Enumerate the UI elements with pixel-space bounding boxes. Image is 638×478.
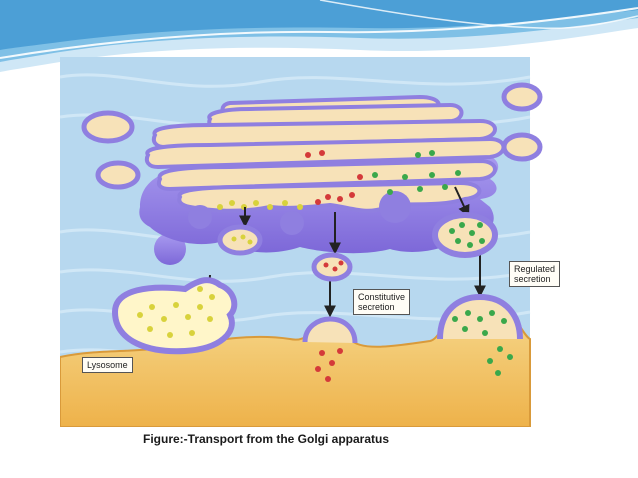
label-regulated-secretion: Regulated secretion [509, 261, 561, 287]
label-constitutive-line1: Constitutive [358, 292, 406, 302]
vesicle-right-top [501, 82, 543, 112]
label-lysosome-text: Lysosome [87, 360, 128, 370]
header-wave-decoration [0, 0, 638, 72]
golgi-illustration [60, 57, 543, 427]
label-regulated-line1: Regulated [514, 264, 556, 274]
vesicle-to-lysosome [217, 224, 263, 256]
label-constitutive-secretion: Constitutive secretion [353, 289, 411, 315]
label-lysosome: Lysosome [82, 357, 133, 373]
vesicle-left-top [81, 110, 135, 144]
figure-caption: Figure:-Transport from the Golgi apparat… [143, 432, 390, 446]
vesicle-right-mid [501, 132, 543, 162]
golgi-transport-figure: Regulated secretion Constitutive secreti… [60, 57, 577, 427]
regulated-secretory-vesicle [432, 212, 498, 258]
lysosome [111, 277, 238, 355]
label-regulated-line2: secretion [514, 274, 551, 284]
vesicle-left-mid [95, 160, 141, 190]
constitutive-fusion-site [302, 316, 358, 344]
label-constitutive-line2: secretion [358, 302, 395, 312]
constitutive-vesicle [311, 252, 353, 282]
